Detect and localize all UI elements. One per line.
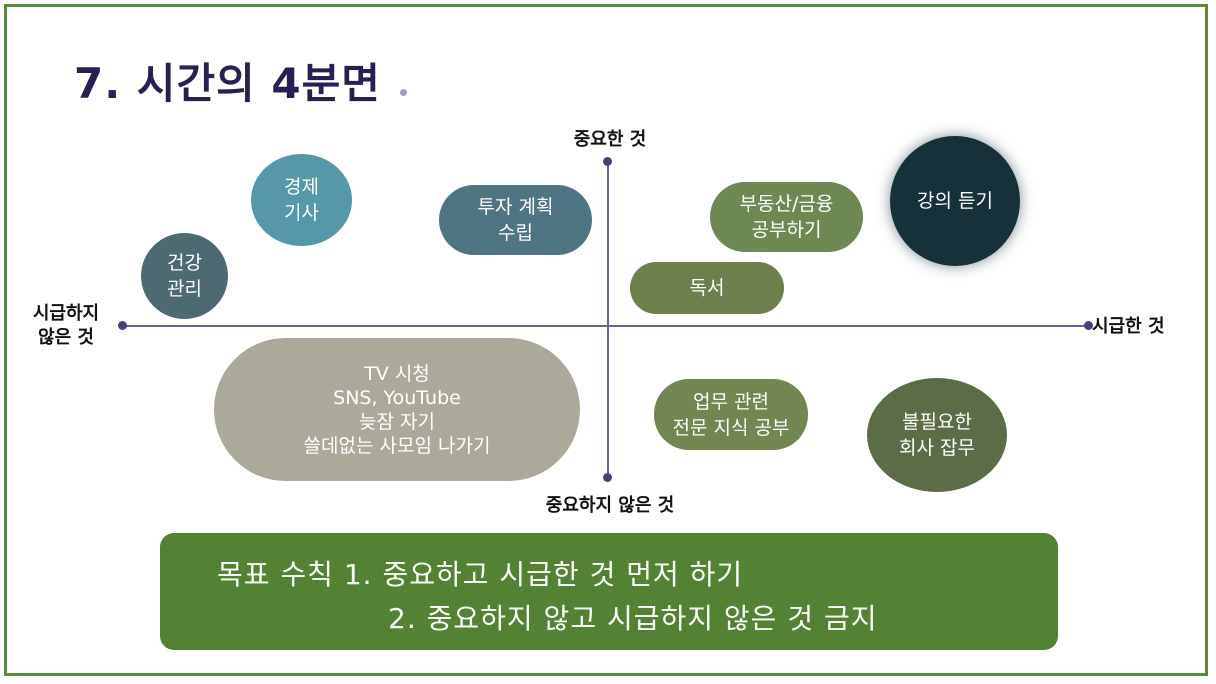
bubble-reading: 독서 [630, 262, 784, 314]
bubble-chores-label: 불필요한 회사 잡무 [899, 411, 975, 459]
bubble-investment-label: 투자 계획 수립 [477, 196, 554, 244]
bubble-work-study-label: 업무 관련 전문 지식 공부 [672, 390, 790, 439]
title-dot-decoration [400, 89, 407, 96]
bubble-reading-label: 독서 [689, 277, 725, 299]
slide-frame [4, 4, 1208, 676]
bubble-real-estate-study: 부동산/금융 공부하기 [710, 182, 863, 252]
axis-bottom-endpoint [603, 473, 612, 482]
bubble-health-management: 건강 관리 [141, 233, 228, 319]
bubble-work-study: 업무 관련 전문 지식 공부 [654, 379, 808, 450]
axis-label-not-important: 중요하지 않은 것 [545, 495, 675, 516]
bubble-attend-lectures: 강의 듣기 [890, 136, 1020, 266]
bubble-investment-plan: 투자 계획 수립 [439, 185, 592, 255]
axis-top-endpoint [603, 157, 612, 166]
bubble-economy-articles: 경제 기사 [251, 154, 352, 246]
bubble-lecture-label: 강의 듣기 [917, 190, 993, 212]
bubble-time-wasters: TV 시청 SNS, YouTube 늦잠 자기 쓸데없는 사모임 나가기 [214, 338, 580, 481]
axis-label-urgent: 시급한 것 [1092, 316, 1165, 337]
bubble-economy-label: 경제 기사 [284, 176, 319, 224]
axis-left-endpoint [118, 321, 127, 330]
goal-rule-1: 목표 수칙 1. 중요하고 시급한 것 먼저 하기 [217, 558, 744, 591]
bubble-health-label: 건강 관리 [167, 252, 202, 300]
bubble-waste-label: TV 시청 SNS, YouTube 늦잠 자기 쓸데없는 사모임 나가기 [303, 362, 491, 457]
importance-axis [607, 161, 609, 478]
axis-label-not-urgent: 시급하지 않은 것 [32, 303, 100, 348]
goal-rule-2: 2. 중요하지 않고 시급하지 않은 것 금지 [388, 602, 878, 635]
urgency-axis [122, 325, 1088, 327]
bubble-realestate-label: 부동산/금융 공부하기 [739, 193, 834, 241]
goal-rules-box: 목표 수칙 1. 중요하고 시급한 것 먼저 하기 2. 중요하지 않고 시급하… [160, 533, 1058, 650]
slide-title: 7. 시간의 4분면 [74, 59, 381, 108]
bubble-company-chores: 불필요한 회사 잡무 [867, 378, 1007, 492]
axis-right-endpoint [1084, 321, 1093, 330]
axis-label-important: 중요한 것 [573, 129, 647, 150]
